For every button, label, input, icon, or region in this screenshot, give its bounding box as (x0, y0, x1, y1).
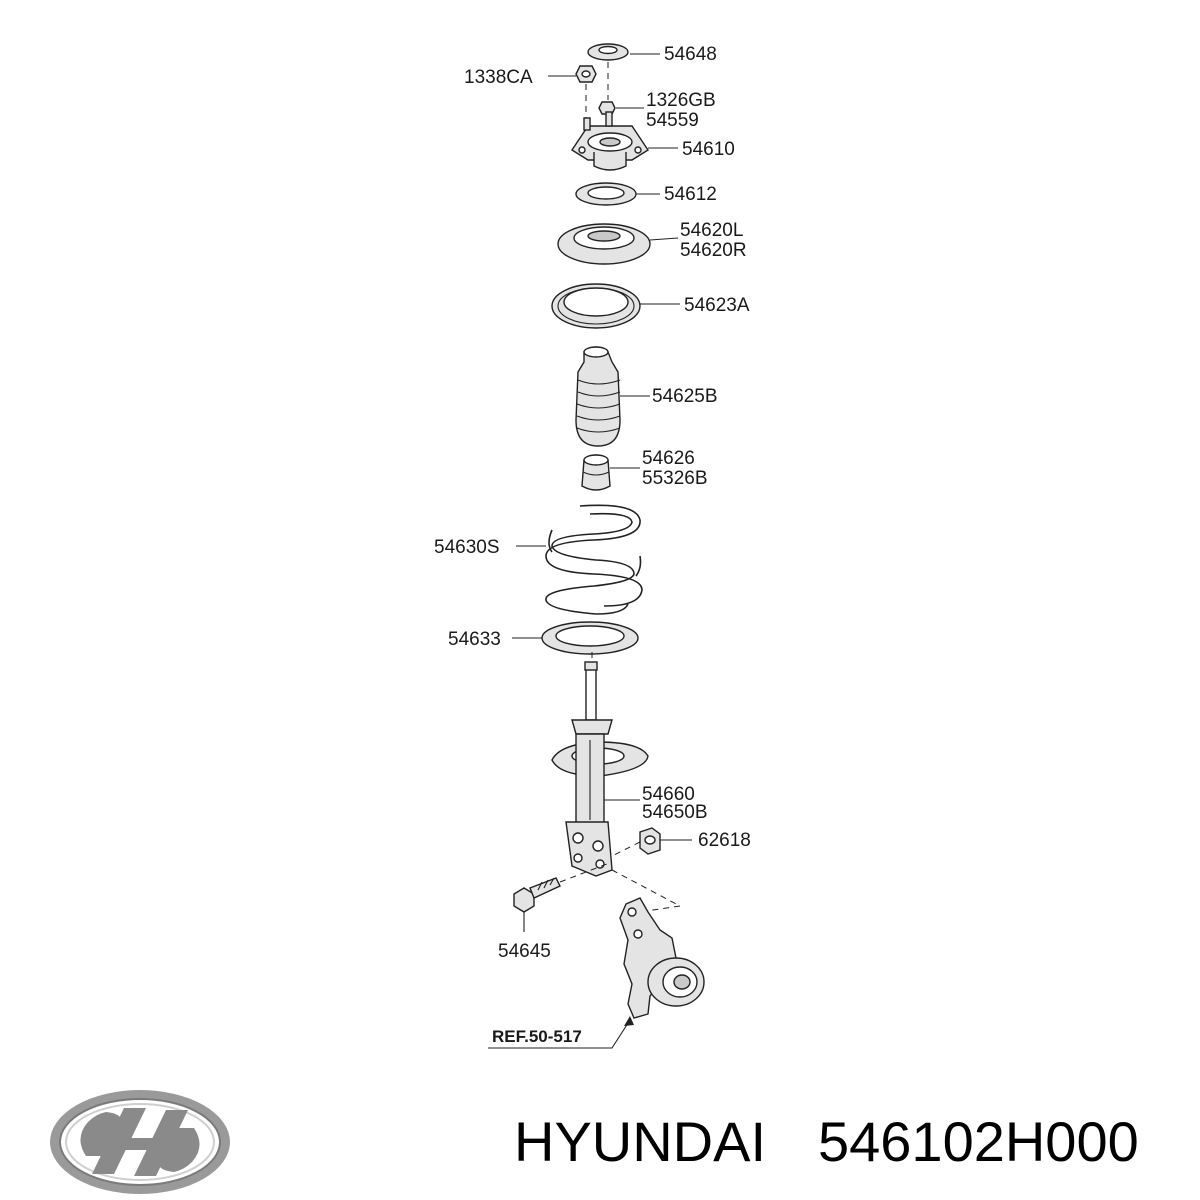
label-54645: 54645 (498, 941, 551, 962)
part-54620-spring-seat (557, 223, 679, 265)
part-54610-strut-mount (571, 111, 678, 171)
label-54620l: 54620L (680, 220, 743, 241)
label-54633: 54633 (448, 629, 501, 650)
steering-knuckle (488, 869, 705, 1049)
part-54660-strut-assembly (551, 661, 649, 877)
label-54660: 54660 (642, 784, 695, 805)
footer-brand: HYUNDAI (514, 1110, 766, 1173)
label-54648: 54648 (664, 44, 717, 65)
hyundai-logo (50, 1090, 230, 1194)
part-54625b-dust-boot (575, 346, 650, 447)
label-54625b: 54625B (652, 386, 718, 407)
reference-label: REF.50-517 (492, 1027, 582, 1046)
label-54620r: 54620R (680, 240, 747, 261)
part-54648-dust-cap (587, 43, 660, 100)
label-54612: 54612 (664, 184, 717, 205)
label-54626: 54626 (642, 448, 695, 469)
label-54630s: 54630S (434, 537, 500, 558)
label-1338ca: 1338CA (464, 67, 533, 88)
part-54626-bump-stopper (581, 454, 640, 491)
footer-part-number: 546102H000 (818, 1110, 1139, 1173)
label-54610: 54610 (682, 139, 735, 160)
part-54623a-spring-pad (551, 283, 680, 329)
part-54630s-coil-spring (516, 504, 643, 615)
part-54633-lower-pad (512, 621, 639, 668)
part-54612-bearing (575, 182, 660, 206)
part-54645-bolt (513, 861, 613, 932)
label-55326b: 55326B (642, 468, 708, 489)
part-62618-bushing (611, 827, 692, 857)
label-54650b: 54650B (642, 802, 708, 823)
label-62618: 62618 (698, 830, 751, 851)
label-54623a: 54623A (684, 295, 750, 316)
label-54559: 54559 (646, 110, 699, 131)
part-1338ca-nut (548, 65, 597, 118)
label-1326gb: 1326GB (646, 90, 716, 111)
